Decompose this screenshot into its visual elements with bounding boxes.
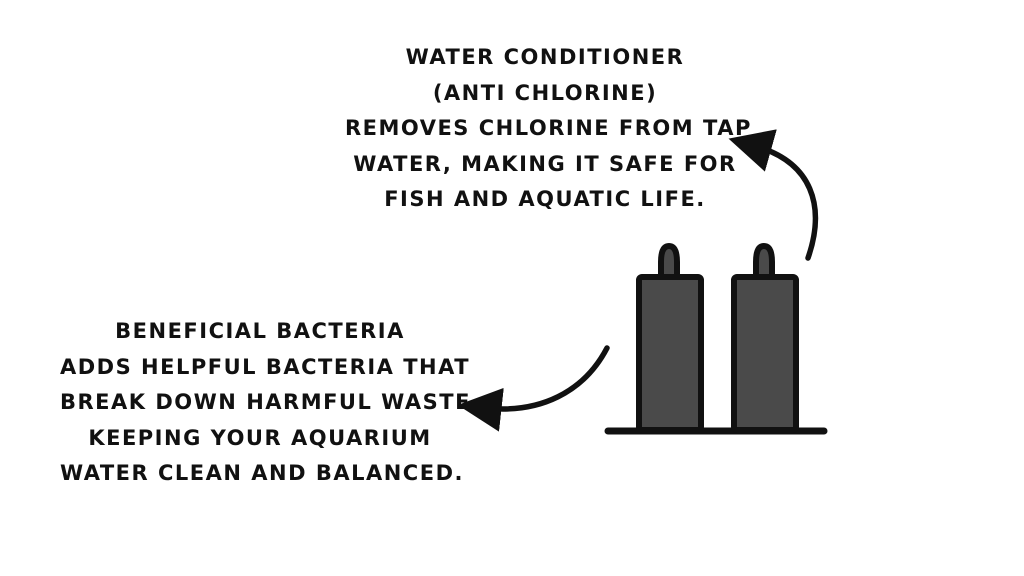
conditioner-label: Water Conditioner (Anti Chlorine) Remove… xyxy=(345,40,752,218)
conditioner-subtitle: (Anti Chlorine) xyxy=(432,80,658,105)
bottle-right-icon xyxy=(731,243,799,433)
conditioner-desc-line-2: water, making it safe for xyxy=(353,151,737,176)
conditioner-desc-line-3: fish and aquatic life. xyxy=(384,187,706,211)
arrow-to-conditioner-icon xyxy=(728,129,818,261)
bottle-left-body xyxy=(636,274,704,433)
bacteria-desc-line-2: break down harmful waste, xyxy=(60,390,481,414)
arrow-to-bacteria-icon xyxy=(457,345,610,432)
conditioner-desc-line-1: Removes chlorine from tap xyxy=(345,116,752,140)
bottle-right-body xyxy=(731,274,799,433)
bottle-left-icon xyxy=(636,243,704,433)
bacteria-label: Beneficial Bacteria Adds helpful bacteri… xyxy=(60,314,481,492)
bottle-right-nozzle xyxy=(753,243,775,277)
bacteria-desc-line-4: water clean and balanced. xyxy=(60,461,464,485)
conditioner-title: Water Conditioner xyxy=(405,45,685,69)
bacteria-desc-line-1: Adds helpful bacteria that xyxy=(60,354,471,379)
bottle-left-nozzle xyxy=(658,243,680,277)
bacteria-desc-line-3: keeping your aquarium xyxy=(88,425,432,450)
bacteria-title: Beneficial Bacteria xyxy=(115,319,405,343)
